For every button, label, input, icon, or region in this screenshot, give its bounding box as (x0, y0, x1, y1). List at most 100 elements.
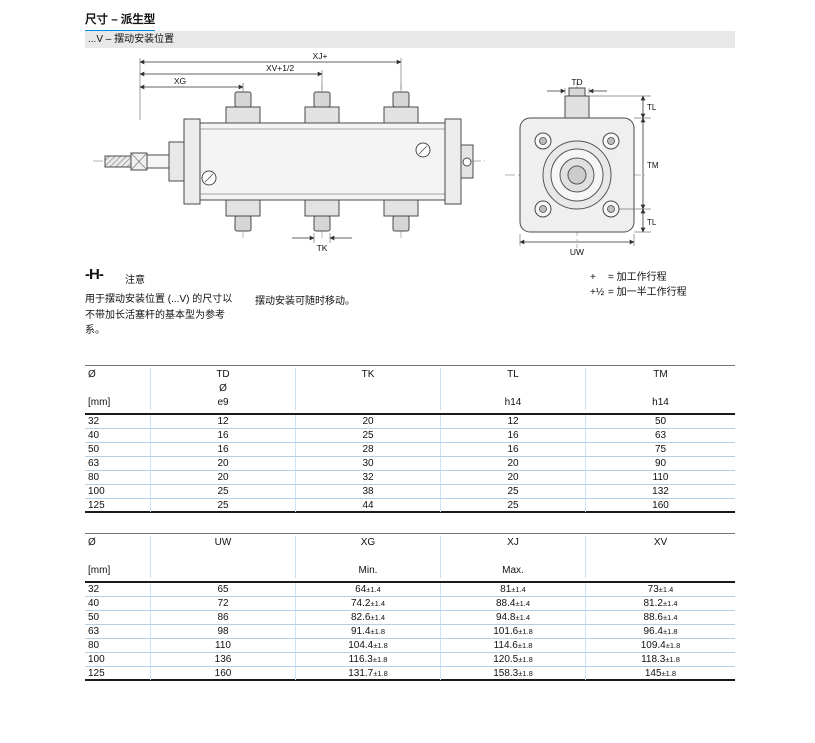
cell: 25 (440, 485, 585, 498)
cell: 20 (150, 471, 295, 484)
dim-label-xj: XJ+ (313, 51, 328, 61)
dim-label-tk: TK (317, 243, 328, 253)
legend-text: = 加一半工作行程 (608, 287, 687, 298)
table-row: 40 16 25 16 63 (85, 429, 735, 443)
column-subheader: [mm] (88, 397, 111, 408)
cell-value: 104.4 (348, 640, 374, 651)
legend-row: + = 加工作行程 (590, 270, 687, 285)
h-note-icon: -H- (85, 266, 104, 283)
subtitle-band: ...V – 摆动安装位置 (85, 31, 735, 48)
cell: 25 (440, 499, 585, 512)
column-header: TK (295, 368, 440, 382)
column-subheader: Ø (150, 382, 295, 396)
cell: 116.3±1.8 (295, 653, 440, 666)
cell-value: 82.6 (350, 612, 371, 623)
cell-diameter: 40 (88, 598, 100, 609)
table-row: 80 110 104.4±1.8 114.6±1.8 109.4±1.8 (85, 639, 735, 653)
column-header: Ø (88, 537, 96, 548)
note-title: 注意 (125, 275, 145, 286)
dim-label-tl-top: TL (647, 103, 657, 112)
cell: 63 (585, 429, 735, 442)
column-header: XJ (440, 536, 585, 550)
column-subheader: h14 (585, 396, 735, 410)
cell-diameter: 125 (88, 668, 105, 679)
cell: 110 (150, 639, 295, 652)
cell-tolerance: ±1.8 (373, 641, 388, 650)
cell-diameter: 125 (88, 500, 105, 511)
cell: 12 (150, 415, 295, 428)
cell-diameter: 63 (88, 458, 100, 469)
column-header: UW (150, 536, 295, 550)
front-head (183, 118, 201, 205)
cell-diameter: 80 (88, 640, 100, 651)
bearing-cap (168, 141, 185, 182)
table-row: 50 86 82.6±1.4 94.8±1.4 88.6±1.4 (85, 611, 735, 625)
column-subheader (150, 550, 295, 564)
cell-diameter: 50 (88, 612, 100, 623)
cell: 81.2±1.4 (585, 597, 735, 610)
cell-tolerance: ±1.8 (517, 641, 533, 650)
table-row: 32 12 20 12 50 (85, 415, 735, 429)
cell-value: 74.2 (350, 598, 371, 609)
column-header: Ø (88, 369, 96, 380)
legend-text: = 加工作行程 (608, 272, 667, 283)
column-subheader (585, 564, 735, 578)
column-header: XV (585, 536, 735, 550)
cell-value: 116.3 (348, 654, 373, 665)
cell: 16 (150, 429, 295, 442)
cell: 160 (150, 667, 295, 680)
rod-thread (104, 155, 132, 168)
cell-tolerance: ±1.8 (518, 627, 533, 636)
side-view-dimensions (139, 58, 402, 243)
cell-tolerance: ±1.8 (518, 655, 533, 664)
cell-value: 145 (644, 668, 662, 679)
subtitle-text: ...V – 摆动安装位置 (88, 34, 175, 45)
cell-value: 81 (500, 584, 512, 595)
table-row: 80 20 32 20 110 (85, 471, 735, 485)
column-subheader (295, 382, 440, 396)
cell-value: 120.5 (493, 654, 519, 665)
column-subheader (585, 382, 735, 396)
cell: 20 (440, 457, 585, 470)
table-row: 32 65 64±1.4 81±1.4 73±1.4 (85, 583, 735, 597)
end-view-dimensions (519, 88, 651, 246)
header-row: [mm] e9 h14 h14 (85, 396, 735, 410)
cell-value: 88.4 (495, 598, 516, 609)
column-subheader: Min. (295, 564, 440, 578)
technical-drawing: XJ+ XV+1/2 XG TK (85, 50, 735, 262)
corner-bolts (534, 132, 620, 218)
table-row: 50 16 28 16 75 (85, 443, 735, 457)
cell-value: 96.4 (643, 626, 663, 637)
cell: 110 (585, 471, 735, 484)
cell-value: 101.6 (493, 626, 519, 637)
cell-diameter: 32 (88, 416, 100, 427)
cell: 160 (585, 499, 735, 512)
cell-value: 64 (355, 584, 367, 595)
cell: 25 (150, 485, 295, 498)
cell-diameter: 63 (88, 626, 100, 637)
column-header: TM (585, 368, 735, 382)
header-row: Ø TD TK TL TM (85, 368, 735, 382)
table-row: 40 72 74.2±1.4 88.4±1.4 81.2±1.4 (85, 597, 735, 611)
legend-symbol: +½ (590, 287, 605, 298)
cell-value: 109.4 (640, 640, 666, 651)
cell: 25 (295, 429, 440, 442)
rear-head (444, 118, 462, 205)
technical-drawing-svg: XJ+ XV+1/2 XG TK (93, 51, 659, 257)
column-header: TL (440, 368, 585, 382)
cell: 16 (440, 429, 585, 442)
cell-value: 158.3 (493, 668, 519, 679)
column-header: XG (295, 536, 440, 550)
cell: 73±1.4 (585, 583, 735, 596)
legend-symbol: + (590, 272, 596, 283)
cell-value: 131.7 (348, 668, 374, 679)
header-row: Ø UW XG XJ XV (85, 536, 735, 550)
note-body-right: 摆动安装可随时移动。 (255, 296, 355, 307)
cell: 72 (150, 597, 295, 610)
column-subheader (85, 550, 150, 564)
cell-value: 88.6 (643, 612, 663, 623)
stroke-legend: + = 加工作行程 +½= 加一半工作行程 (590, 270, 687, 300)
trunnion-mount-3 (383, 91, 419, 232)
cell: 86 (150, 611, 295, 624)
cell-tolerance: ±1.4 (515, 599, 530, 608)
